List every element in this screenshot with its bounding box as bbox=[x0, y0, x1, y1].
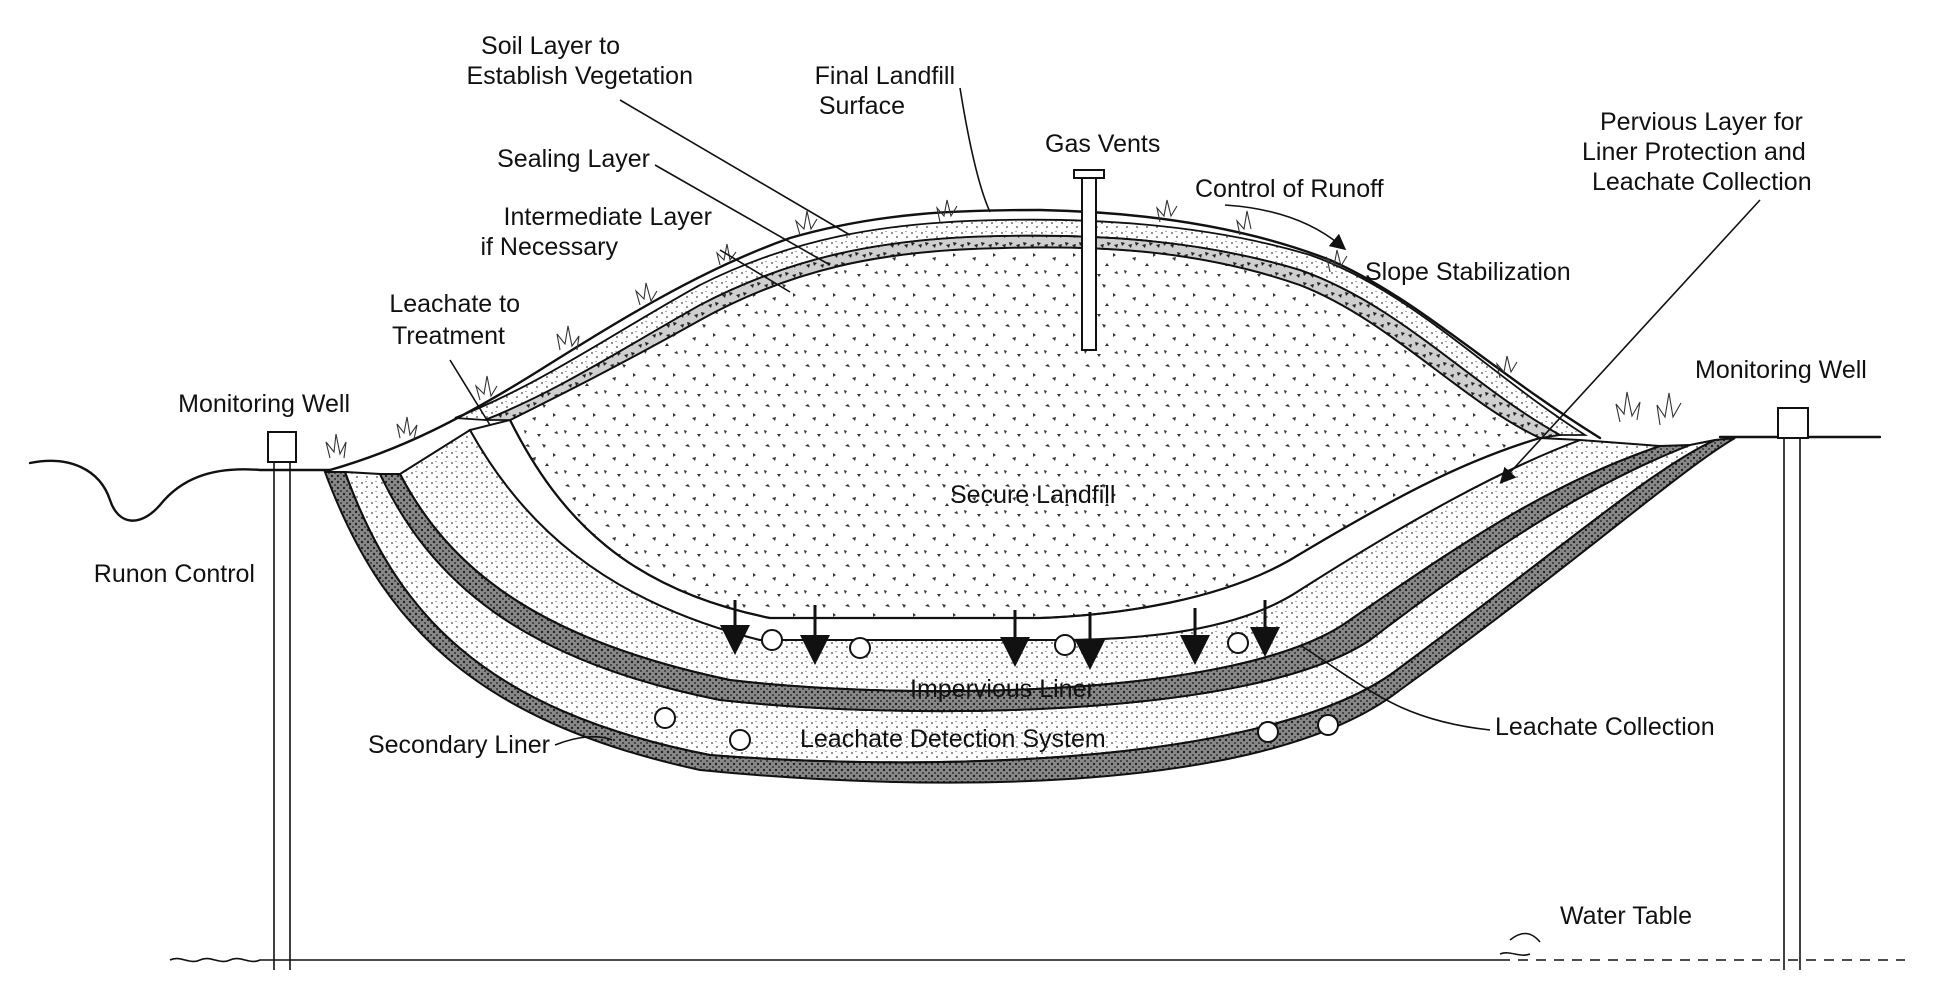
gas-vent-pipe bbox=[1073, 169, 1105, 351]
label-pervious-3: Leachate Collection bbox=[1592, 168, 1812, 196]
label-monitoring-well-right: Monitoring Well bbox=[1695, 356, 1867, 384]
label-intermediate-2: if Necessary bbox=[480, 233, 618, 261]
label-leachate-collection: Leachate Collection bbox=[1495, 713, 1715, 741]
label-monitoring-well-left: Monitoring Well bbox=[178, 390, 350, 418]
monitoring-well-right-structure bbox=[1777, 407, 1809, 970]
label-slope-stabilization: Slope Stabilization bbox=[1365, 258, 1571, 286]
leader-lines bbox=[449, 87, 1761, 943]
vegetation bbox=[325, 199, 1682, 459]
label-soil-layer-1: Soil Layer to bbox=[481, 32, 620, 60]
label-intermediate-1: Intermediate Layer bbox=[504, 203, 712, 231]
monitoring-well-left-structure bbox=[267, 431, 297, 970]
label-control-runoff: Control of Runoff bbox=[1195, 175, 1384, 203]
label-secure-landfill: Secure Landfill bbox=[950, 481, 1115, 509]
label-soil-layer-2: Establish Vegetation bbox=[466, 62, 693, 90]
label-runon-control: Runon Control bbox=[94, 560, 255, 588]
label-final-surface-1: Final Landfill bbox=[815, 62, 955, 90]
water-table-line bbox=[169, 957, 1500, 963]
label-leachate-detection: Leachate Detection System bbox=[800, 725, 1106, 753]
collection-pipes bbox=[654, 629, 1339, 751]
label-impervious-liner: Impervious Liner bbox=[910, 675, 1095, 703]
runoff-arrow bbox=[1224, 204, 1347, 251]
sealing-layer bbox=[454, 218, 1589, 436]
label-gas-vents: Gas Vents bbox=[1045, 130, 1160, 158]
label-final-surface-2: Surface bbox=[819, 92, 905, 120]
label-secondary-liner: Secondary Liner bbox=[368, 731, 550, 759]
label-leachate-treatment-1: Leachate to bbox=[389, 290, 520, 318]
leachate-flow-arrows bbox=[720, 600, 1280, 670]
labels: Soil Layer to Establish Vegetation Final… bbox=[94, 32, 1867, 930]
label-sealing-layer: Sealing Layer bbox=[497, 145, 650, 173]
label-pervious-1: Pervious Layer for bbox=[1600, 108, 1803, 136]
label-water-table: Water Table bbox=[1560, 902, 1692, 930]
label-pervious-2: Liner Protection and bbox=[1582, 138, 1806, 166]
label-leachate-treatment-2: Treatment bbox=[392, 322, 505, 350]
